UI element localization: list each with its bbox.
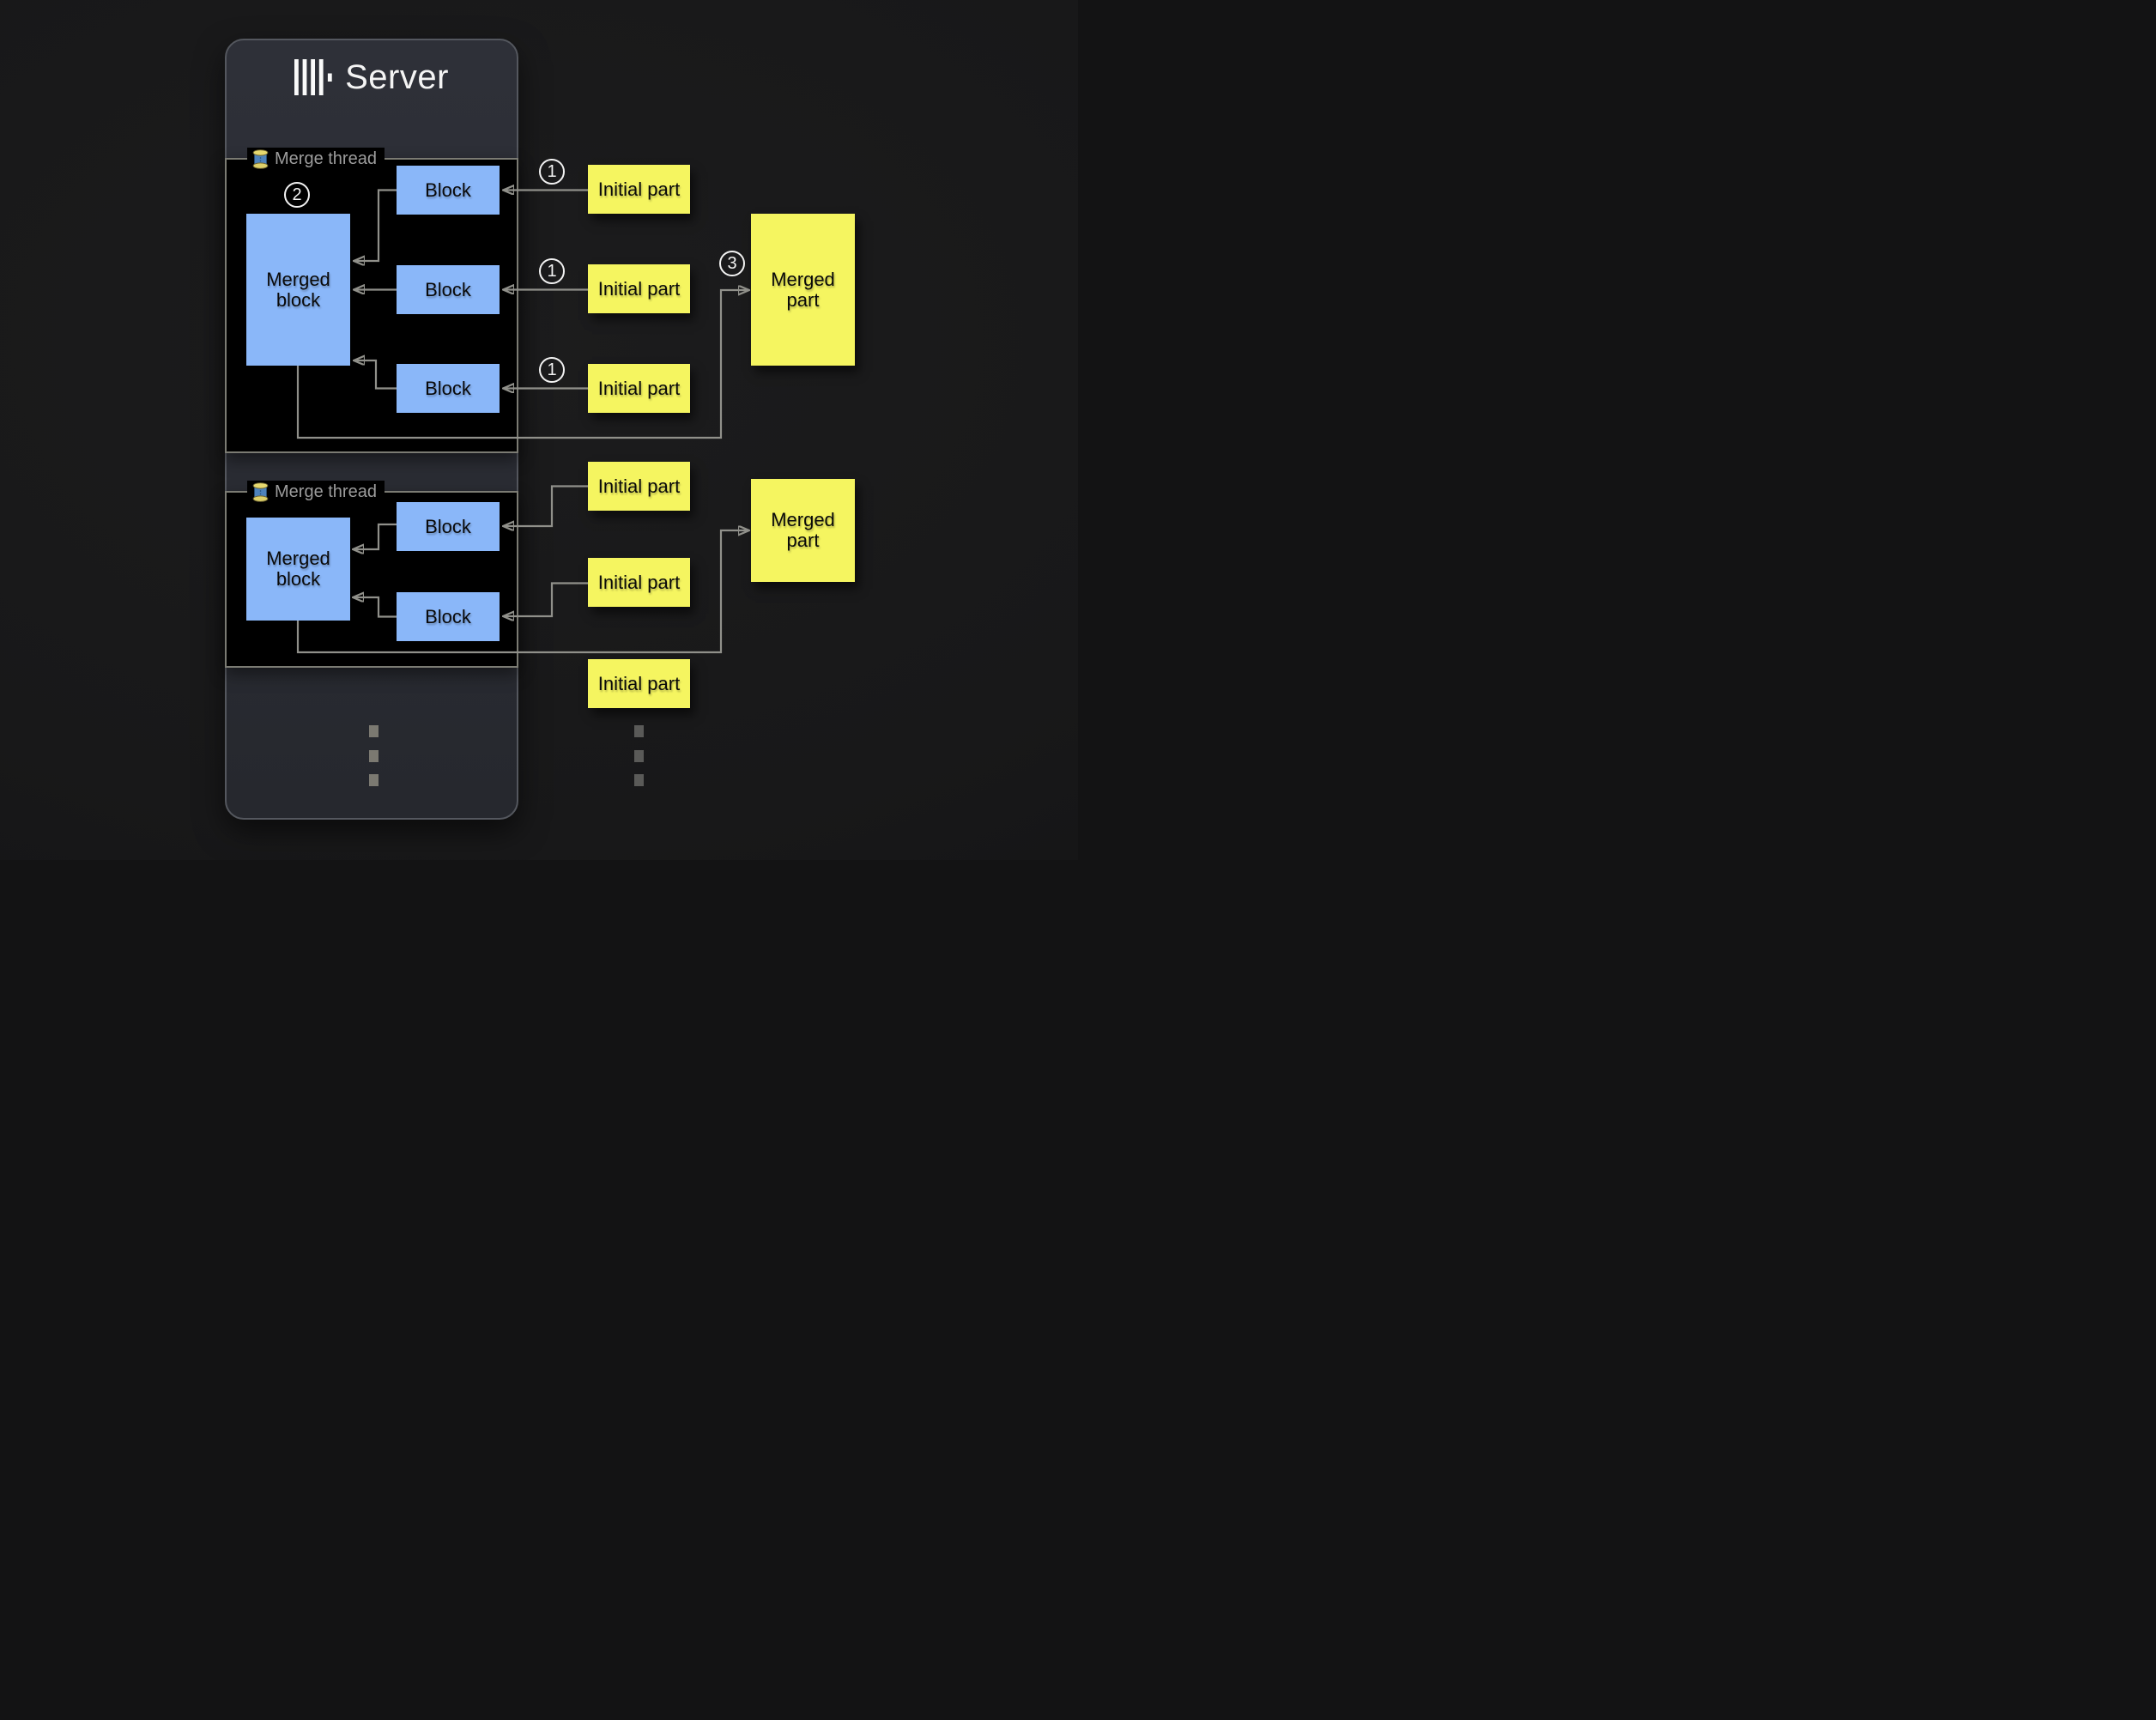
merged-part-2: Merged part xyxy=(751,479,855,582)
step-badge-1: 1 xyxy=(539,258,565,284)
initial-part-label: Initial part xyxy=(597,277,681,300)
block-5: Block xyxy=(397,592,500,641)
merge-thread-legend-1: Merge thread xyxy=(247,148,385,171)
merged-part-label: Merged part xyxy=(771,509,835,551)
thread-spool-icon xyxy=(252,482,269,502)
block-label: Block xyxy=(425,179,471,201)
merge-thread-label: Merge thread xyxy=(275,482,377,501)
initial-part-label: Initial part xyxy=(597,475,681,497)
initial-part-label: Initial part xyxy=(597,178,681,200)
server-ellipsis-dot xyxy=(369,725,379,737)
initial-part-label: Initial part xyxy=(597,377,681,399)
parts-ellipsis-dot xyxy=(634,725,644,737)
parts-ellipsis-dot xyxy=(634,750,644,762)
block-1: Block xyxy=(397,166,500,215)
block-label: Block xyxy=(425,515,471,537)
block-4: Block xyxy=(397,502,500,551)
initial-part-6: Initial part xyxy=(588,659,690,708)
block-label: Block xyxy=(425,278,471,300)
merge-thread-legend-2: Merge thread xyxy=(247,481,385,504)
merged-block-label: Merged block xyxy=(266,548,330,590)
parts-ellipsis-dot xyxy=(634,774,644,786)
block-2: Block xyxy=(397,265,500,314)
initial-part-4: Initial part xyxy=(588,462,690,511)
step-badge-3: 3 xyxy=(719,251,745,276)
initial-part-1: Initial part xyxy=(588,165,690,214)
merge-thread-label: Merge thread xyxy=(275,149,377,168)
clickhouse-bars-logo xyxy=(294,59,332,95)
diagram-canvas: Server Merge thread Merge thread xyxy=(0,0,1078,860)
initial-part-label: Initial part xyxy=(597,571,681,593)
step-badge-1: 1 xyxy=(539,159,565,185)
thread-spool-icon xyxy=(252,149,269,169)
merged-part-label: Merged part xyxy=(771,268,835,311)
merged-part-1: Merged part xyxy=(751,214,855,366)
block-label: Block xyxy=(425,605,471,627)
merged-block-1: Merged block xyxy=(246,214,350,366)
server-ellipsis-dot xyxy=(369,750,379,762)
initial-part-2: Initial part xyxy=(588,264,690,313)
connector-arrows xyxy=(296,0,1078,654)
server-title: Server xyxy=(345,58,449,96)
block-label: Block xyxy=(425,377,471,399)
initial-part-3: Initial part xyxy=(588,364,690,413)
block-3: Block xyxy=(397,364,500,413)
merged-block-label: Merged block xyxy=(266,268,330,311)
initial-part-5: Initial part xyxy=(588,558,690,607)
initial-part-label: Initial part xyxy=(597,672,681,694)
server-ellipsis-dot xyxy=(369,774,379,786)
step-badge-2: 2 xyxy=(284,182,310,208)
server-header: Server xyxy=(225,51,518,103)
step-badge-1: 1 xyxy=(539,357,565,383)
merged-block-2: Merged block xyxy=(246,518,350,621)
